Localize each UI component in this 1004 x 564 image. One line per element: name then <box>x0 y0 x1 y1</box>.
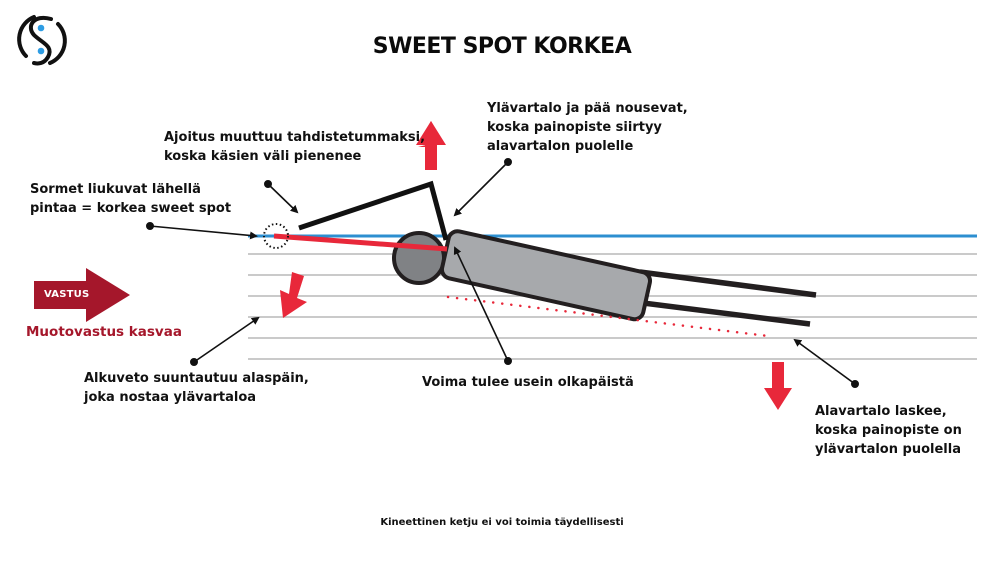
yin-yang-s-logo-icon <box>17 15 67 66</box>
callout-lower-body-leader <box>793 338 859 388</box>
up-arrow-icon <box>416 121 446 170</box>
logo-dot-bottom <box>37 47 45 55</box>
callout-force: Voima tulee usein olkapäistä <box>422 375 634 390</box>
callout-pull-leader <box>190 316 260 366</box>
callout-force-leader <box>453 246 512 365</box>
resistance-caption: Muotovastus kasvaa <box>26 324 182 340</box>
footer-note: Kineettinen ketju ei voi toimia täydelli… <box>380 517 624 528</box>
page-title: SWEET SPOT KORKEA <box>372 34 632 59</box>
logo <box>17 15 67 66</box>
down-left-arrow-icon <box>280 272 307 318</box>
callout-fingers-leader <box>146 222 258 240</box>
sweet-spot-circle <box>263 223 289 249</box>
callout-timing: Ajoitus muuttuu tahdistetummaksi, koska … <box>164 130 426 164</box>
lower-leg <box>634 299 811 327</box>
upper-leg <box>639 269 817 298</box>
resistance-arrow-icon <box>34 268 130 322</box>
callout-pull: Alkuveto suuntautuu alaspäin, joka nosta… <box>84 371 309 405</box>
callout-upper-body-leader <box>453 158 512 217</box>
down-arrow-icon <box>764 362 792 410</box>
logo-dot-top <box>37 24 45 32</box>
swimmer-torso <box>439 229 652 322</box>
callout-fingers: Sormet liukuvat lähellä pintaa = korkea … <box>30 182 232 216</box>
hip-drop-line <box>446 295 770 338</box>
callout-timing-leader <box>263 180 299 214</box>
water-lines <box>248 253 977 360</box>
swimmer-head <box>392 231 446 285</box>
pulling-arm <box>273 233 448 252</box>
callout-lower-body: Alavartalo laskee, koska painopiste on y… <box>815 404 962 457</box>
recovery-arm <box>298 180 449 241</box>
callout-upper-body: Ylävartalo ja pää nousevat, koska painop… <box>487 101 688 154</box>
resistance-arrow-label: VASTUS <box>44 289 90 300</box>
